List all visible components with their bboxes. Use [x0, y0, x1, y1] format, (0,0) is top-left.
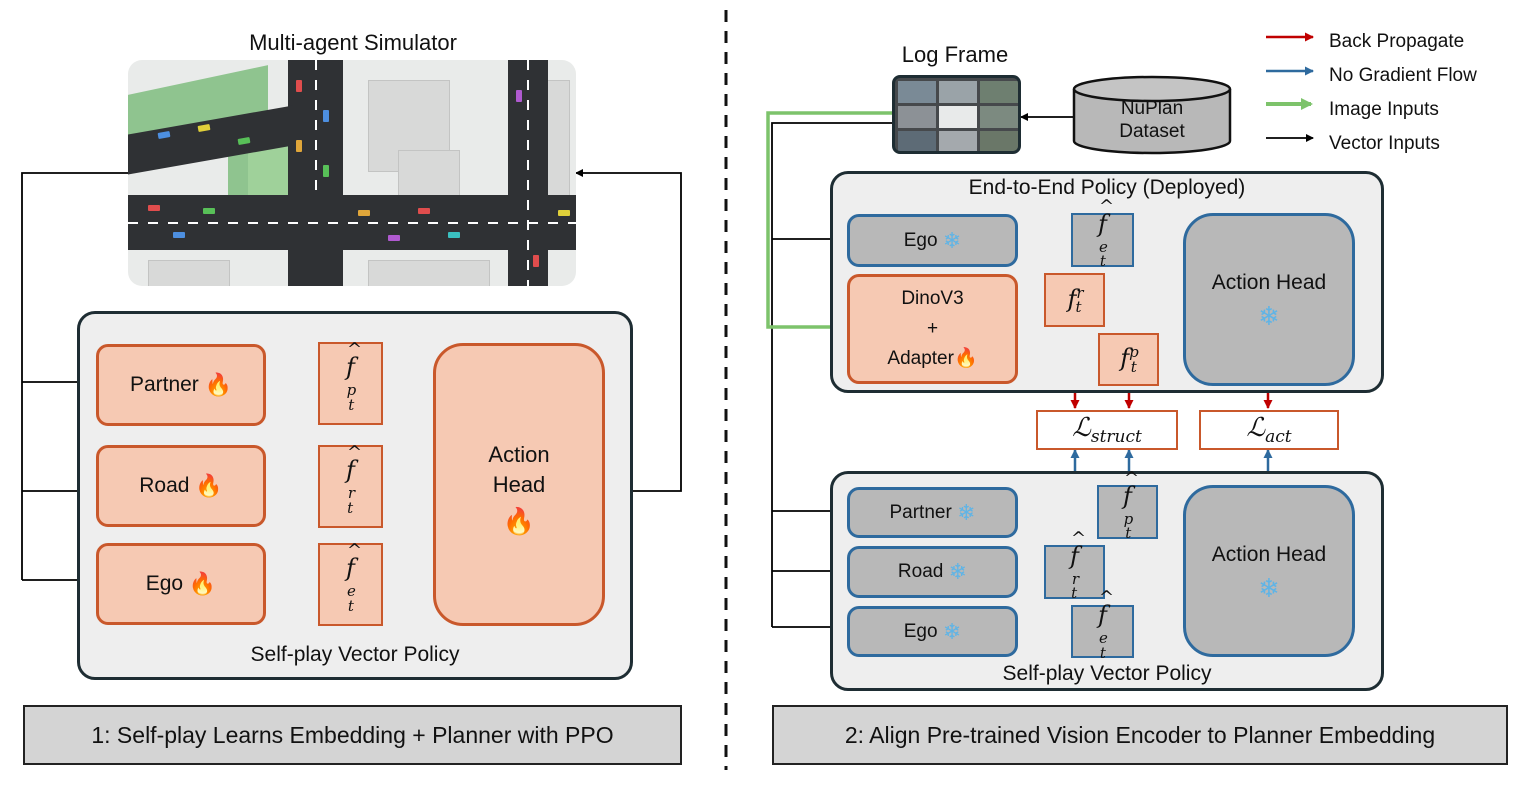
snowflake-icon: ❄ — [942, 618, 962, 644]
left-policy-title: Self-play Vector Policy — [250, 643, 460, 666]
vision-line1: DinoV3 — [901, 288, 964, 309]
snowflake-icon: ❄ — [1258, 573, 1280, 603]
partner-encoder: Partner 🔥 — [96, 344, 266, 426]
deployed-action-head: Action Head ❄ — [1183, 213, 1355, 386]
vector-input-trunk — [771, 122, 893, 627]
sp-feature-road-hat: f^rt — [1044, 528, 1105, 602]
fire-icon: 🔥 — [953, 348, 978, 369]
snowflake-icon: ❄ — [1258, 301, 1280, 331]
sp-ego-label: Ego — [903, 620, 938, 642]
legend-item-back-propagate: Back Propagate — [1329, 31, 1465, 52]
snowflake-icon: ❄ — [942, 227, 962, 253]
fire-icon: 🔥 — [502, 506, 536, 536]
legend: Back Propagate No Gradient Flow Image In… — [1329, 25, 1477, 161]
ego-encoder: Ego 🔥 — [96, 543, 266, 625]
fire-icon: 🔥 — [188, 571, 217, 596]
sp-ego-encoder: Ego ❄ — [847, 606, 1018, 657]
fire-icon: 🔥 — [195, 473, 223, 498]
left-action-head: Action Head 🔥 — [433, 343, 605, 626]
sp-road-encoder: Road ❄ — [847, 546, 1018, 598]
left-footer-caption: 1: Self-play Learns Embedding + Planner … — [23, 705, 682, 765]
sp-road-label: Road — [897, 561, 944, 582]
sp-partner-label: Partner — [889, 501, 952, 523]
deployed-feature-partner: fpt — [1098, 333, 1159, 386]
feature-partner-hat: f^pt — [318, 339, 383, 425]
loss-struct: ℒstruct — [1036, 410, 1178, 450]
image-input-line — [766, 111, 893, 333]
feature-ego-hat: f^et — [318, 540, 383, 626]
deployed-action-head-label: Action Head — [1211, 271, 1327, 294]
loss-act-sub: act — [1265, 427, 1292, 448]
fire-icon: 🔥 — [204, 372, 233, 397]
vision-encoder-dinov3-adapter: DinoV3 + Adapter🔥 — [847, 274, 1018, 384]
dataset-line2: Dataset — [1119, 121, 1185, 142]
vision-line3: Adapter — [887, 348, 954, 369]
simulator-map — [128, 60, 576, 286]
loss-act: ℒact — [1199, 410, 1339, 450]
log-frame-title: Log Frame — [901, 42, 1009, 67]
deployed-policy-title: End-to-End Policy (Deployed) — [968, 176, 1246, 199]
action-head-line1: Action — [488, 442, 550, 467]
log-frame-thumbnail — [892, 75, 1021, 154]
simulator-title: Multi-agent Simulator — [249, 30, 457, 55]
dataset-label: NuPlan Dataset — [1072, 97, 1232, 143]
sp-action-head: Action Head ❄ — [1183, 485, 1355, 657]
legend-item-vector-inputs: Vector Inputs — [1329, 133, 1440, 154]
snowflake-icon: ❄ — [957, 499, 976, 525]
action-head-line2: Head — [492, 472, 546, 497]
feature-road-hat: f^rt — [318, 442, 383, 528]
sp-feature-partner-hat: f^pt — [1097, 468, 1158, 542]
legend-item-image-inputs: Image Inputs — [1329, 99, 1439, 120]
deployed-feature-road: frt — [1044, 273, 1105, 327]
deployed-ego-label: Ego — [903, 229, 938, 251]
loss-struct-sub: struct — [1090, 427, 1142, 448]
legend-item-no-gradient: No Gradient Flow — [1329, 65, 1477, 86]
dataset-line1: NuPlan — [1120, 98, 1184, 119]
deployed-ego-encoder: Ego ❄ — [847, 214, 1018, 267]
partner-encoder-label: Partner — [129, 373, 199, 396]
sim-to-encoders-line — [21, 172, 130, 580]
vision-line2: + — [926, 318, 939, 339]
right-policy-title: Self-play Vector Policy — [1002, 662, 1212, 685]
sp-partner-encoder: Partner ❄ — [847, 487, 1018, 538]
road-encoder-label: Road — [139, 474, 190, 497]
right-footer-caption: 2: Align Pre-trained Vision Encoder to P… — [772, 705, 1508, 765]
road-encoder: Road 🔥 — [96, 445, 266, 527]
sp-feature-ego-hat: f^et — [1071, 587, 1134, 662]
dataset-cylinder-icon — [1072, 75, 1232, 155]
snowflake-icon: ❄ — [948, 559, 968, 584]
ego-encoder-label: Ego — [145, 572, 184, 595]
action-to-sim-line — [575, 169, 682, 492]
deployed-feature-ego-hat: f^et — [1071, 196, 1134, 270]
sp-action-head-label: Action Head — [1211, 543, 1327, 566]
